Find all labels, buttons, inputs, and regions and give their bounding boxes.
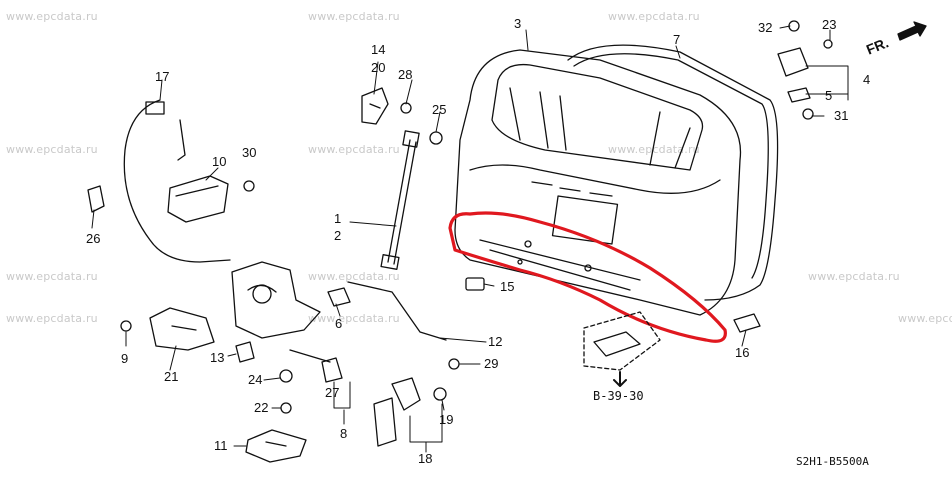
callout-9[interactable]: 9 bbox=[121, 351, 129, 366]
tailgate-glass-frame bbox=[567, 44, 779, 301]
cable-end bbox=[177, 119, 186, 161]
striker-11 bbox=[245, 429, 307, 463]
clip-6 bbox=[327, 287, 351, 307]
bolt-24 bbox=[279, 369, 293, 383]
callout-13[interactable]: 13 bbox=[210, 350, 225, 365]
callout-1[interactable]: 1 bbox=[334, 211, 342, 226]
callout-26[interactable]: 26 bbox=[86, 231, 101, 246]
shim-5 bbox=[787, 87, 811, 103]
watermark: www.epcdata.ru bbox=[898, 312, 952, 325]
watermark: www.epcdata.ru bbox=[808, 270, 900, 283]
nut-30 bbox=[243, 180, 255, 192]
fr-arrow bbox=[897, 21, 927, 41]
cap-19 bbox=[433, 387, 447, 401]
callout-7[interactable]: 7 bbox=[673, 32, 681, 47]
watermark: www.epcdata.ru bbox=[308, 270, 400, 283]
nut-25 bbox=[429, 131, 443, 145]
callout-14[interactable]: 14 bbox=[371, 42, 386, 57]
watermark: www.epcdata.ru bbox=[6, 143, 98, 156]
highlight-outline bbox=[448, 211, 727, 343]
hinge-4 bbox=[777, 47, 809, 77]
callout-24[interactable]: 24 bbox=[248, 372, 263, 387]
callout-6[interactable]: 6 bbox=[335, 316, 343, 331]
actuator-27 bbox=[289, 349, 343, 383]
handle-assembly bbox=[167, 175, 229, 223]
license-light-box bbox=[583, 311, 661, 387]
latch-assembly bbox=[231, 261, 321, 339]
bolt-22 bbox=[280, 402, 292, 414]
callout-11[interactable]: 11 bbox=[214, 438, 228, 453]
callout-20[interactable]: 20 bbox=[371, 60, 386, 75]
callout-31[interactable]: 31 bbox=[834, 108, 849, 123]
bumper-16 bbox=[733, 313, 761, 333]
clip-13 bbox=[235, 341, 255, 363]
callout-8[interactable]: 8 bbox=[340, 426, 348, 441]
callout-28[interactable]: 28 bbox=[398, 67, 413, 82]
clip-26 bbox=[87, 185, 105, 213]
callout-17[interactable]: 17 bbox=[155, 69, 170, 84]
nut-31 bbox=[802, 108, 814, 120]
latch-21 bbox=[149, 307, 215, 351]
callout-12[interactable]: 12 bbox=[488, 334, 503, 349]
callout-3[interactable]: 3 bbox=[514, 16, 522, 31]
callout-15[interactable]: 15 bbox=[500, 279, 515, 294]
release-cable bbox=[123, 99, 231, 263]
bolt-23 bbox=[823, 39, 833, 49]
callout-30[interactable]: 30 bbox=[242, 145, 257, 160]
watermark: www.epcdata.ru bbox=[6, 270, 98, 283]
callout-18[interactable]: 18 bbox=[418, 451, 433, 466]
callout-19[interactable]: 19 bbox=[439, 412, 454, 427]
callout-23[interactable]: 23 bbox=[822, 17, 837, 32]
callout-21[interactable]: 21 bbox=[164, 369, 179, 384]
rod-12 bbox=[347, 281, 447, 341]
cable-connector bbox=[145, 101, 165, 115]
gas-strut bbox=[380, 130, 420, 270]
watermark: www.epcdata.ru bbox=[608, 10, 700, 23]
watermark: www.epcdata.ru bbox=[608, 143, 700, 156]
drawing-code: S2H1-B5500A bbox=[796, 455, 869, 468]
callout-25[interactable]: 25 bbox=[432, 102, 447, 117]
watermark: www.epcdata.ru bbox=[308, 10, 400, 23]
callout-22[interactable]: 22 bbox=[254, 400, 269, 415]
callout-16[interactable]: 16 bbox=[735, 345, 750, 360]
callout-32[interactable]: 32 bbox=[758, 20, 773, 35]
tailgate-panel bbox=[454, 49, 742, 316]
watermark: www.epcdata.ru bbox=[308, 312, 400, 325]
watermark: www.epcdata.ru bbox=[6, 10, 98, 23]
leader-lines bbox=[91, 25, 849, 453]
callout-29[interactable]: 29 bbox=[484, 356, 499, 371]
stopper-15 bbox=[465, 277, 485, 291]
bolt-29 bbox=[448, 358, 460, 370]
lock-cylinder bbox=[373, 377, 421, 447]
callout-10[interactable]: 10 bbox=[212, 154, 227, 169]
callout-4[interactable]: 4 bbox=[863, 72, 871, 87]
watermark: www.epcdata.ru bbox=[6, 312, 98, 325]
bolt-9 bbox=[120, 320, 132, 332]
hinge-bracket bbox=[361, 87, 389, 125]
reference-label[interactable]: B-39-30 bbox=[593, 389, 644, 403]
callout-5[interactable]: 5 bbox=[825, 88, 833, 103]
watermark: www.epcdata.ru bbox=[308, 143, 400, 156]
callout-2[interactable]: 2 bbox=[334, 228, 342, 243]
callout-27[interactable]: 27 bbox=[325, 385, 340, 400]
